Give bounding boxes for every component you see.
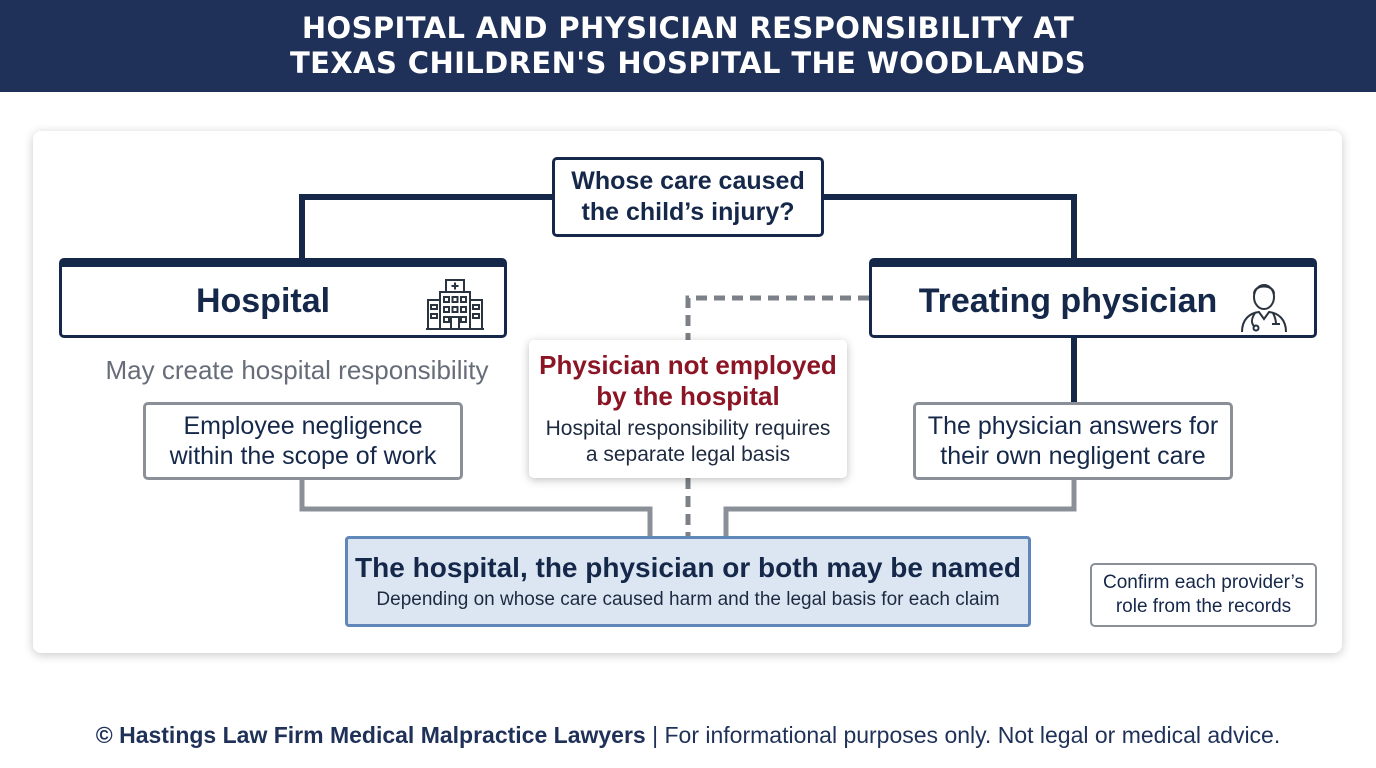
footer-disclaimer: For informational purposes only. Not leg…: [664, 722, 1281, 748]
not-employed-title-1: Physician not employed: [539, 350, 837, 380]
hospital-label: Hospital: [195, 281, 331, 320]
question-line-2: the child’s injury?: [581, 198, 795, 226]
title-banner: HOSPITAL AND PHYSICIAN RESPONSIBILITY AT…: [0, 0, 1376, 92]
hospital-box: Hospital: [59, 258, 507, 338]
question-box: Whose care caused the child’s injury?: [552, 157, 824, 237]
confirm-records-note: Confirm each provider’s role from the re…: [1090, 563, 1317, 627]
dashed-connector-physician-to-not-employed: [685, 295, 869, 341]
footer: © Hastings Law Firm Medical Malpractice …: [0, 719, 1376, 751]
doctor-icon: [1238, 279, 1290, 342]
confirm-line-1: Confirm each provider’s: [1103, 572, 1304, 593]
not-employed-body-2: a separate legal basis: [585, 443, 791, 466]
outcome-subtitle: Depending on whose care caused harm and …: [376, 588, 1000, 610]
question-line-1: Whose care caused: [571, 167, 805, 195]
not-employed-body-1: Hospital responsibility requires: [545, 417, 831, 440]
hospital-building-icon: [426, 279, 484, 340]
not-employed-title-2: by the hospital: [596, 381, 780, 411]
connector-question-to-physician: [824, 194, 1077, 260]
employee-negligence-box: Employee negligence within the scope of …: [143, 402, 463, 480]
physician-label: Treating physician: [918, 281, 1218, 320]
firm-name: Hastings Law Firm Medical Malpractice La…: [119, 722, 646, 748]
employee-line-1: Employee negligence: [183, 412, 423, 440]
footer-separator: |: [652, 722, 659, 748]
title-line-2: TEXAS CHILDREN'S HOSPITAL THE WOODLANDS: [289, 46, 1087, 80]
title-line-1: HOSPITAL AND PHYSICIAN RESPONSIBILITY AT: [301, 11, 1075, 45]
answers-line-2: their own negligent care: [940, 442, 1206, 470]
connector-question-to-hospital: [299, 194, 552, 260]
connector-answers-to-outcome: [723, 479, 1077, 537]
employee-line-2: within the scope of work: [169, 442, 437, 470]
outcome-title: The hospital, the physician or both may …: [355, 551, 1021, 583]
physician-box: Treating physician: [869, 258, 1317, 338]
hospital-responsibility-note: May create hospital responsibility: [105, 355, 489, 385]
physician-answers-box: The physician answers for their own negl…: [913, 402, 1233, 480]
connector-employee-to-outcome: [299, 479, 653, 537]
confirm-line-2: role from the records: [1115, 596, 1292, 617]
not-employed-box: Physician not employed by the hospital H…: [529, 340, 847, 478]
outcome-box: The hospital, the physician or both may …: [345, 536, 1031, 627]
copyright-symbol: ©: [95, 722, 113, 748]
answers-line-1: The physician answers for: [927, 412, 1219, 440]
